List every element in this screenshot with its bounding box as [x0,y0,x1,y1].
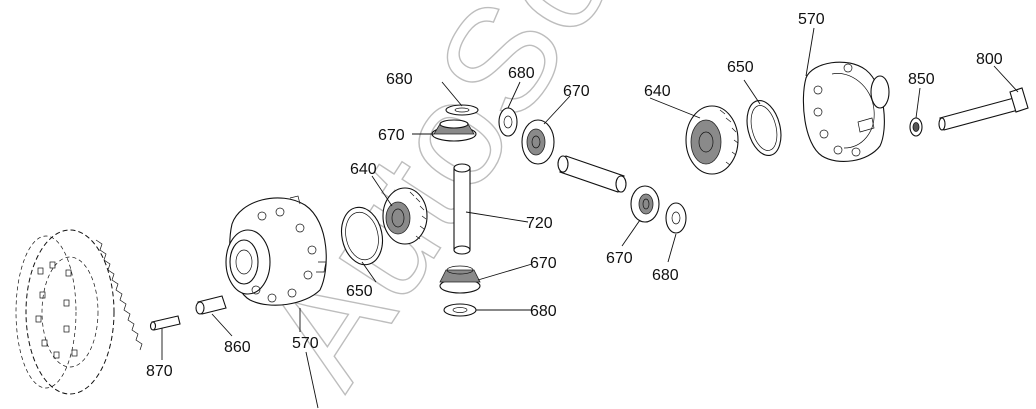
washer-680-bottom [443,303,477,317]
callout-650: 650 [727,59,754,76]
cross-shaft-long [557,155,627,193]
callout-640: 640 [644,83,671,100]
nut-850 [909,117,923,137]
callout-720: 720 [526,215,553,232]
callout-850: 850 [908,71,935,88]
callout-860: 860 [224,339,251,356]
callout-680: 680 [652,267,679,284]
bolt-800 [938,87,1029,131]
thrust-washer-650-left [340,206,384,266]
callout-labels: 680 670 680 670 640 650 570 850 800 640 … [146,11,1003,380]
pinion-gear-670-top [431,119,477,142]
pinion-gear-670-lower [630,185,660,223]
callout-570: 570 [798,11,825,28]
pinion-gear-670-upper [521,119,555,165]
thrust-washer-650-right [746,100,782,156]
callout-680: 680 [386,71,413,88]
callout-640: 640 [350,161,377,178]
callout-670: 670 [378,127,405,144]
differential-case-right [802,61,890,162]
callout-680: 680 [508,65,535,82]
callout-670: 670 [530,255,557,272]
pin-860 [195,295,227,315]
side-gear-640-right [685,105,739,175]
washer-680-lower [665,202,687,234]
washer-680-top [445,104,479,116]
callout-570: 570 [292,335,319,352]
washer-680-upper [498,107,518,137]
ring-gear [15,229,143,395]
callout-870: 870 [146,363,173,380]
callout-680: 680 [530,303,557,320]
callout-670: 670 [563,83,590,100]
cross-shaft-720 [453,163,471,255]
leader-lines [161,27,1019,409]
pinion-gear-670-bottom [439,265,481,294]
callout-670: 670 [606,250,633,267]
pin-870 [149,315,181,331]
differential-case-left [225,195,327,306]
callout-650: 650 [346,283,373,300]
callout-800: 800 [976,51,1003,68]
side-gear-640-left [382,187,428,245]
